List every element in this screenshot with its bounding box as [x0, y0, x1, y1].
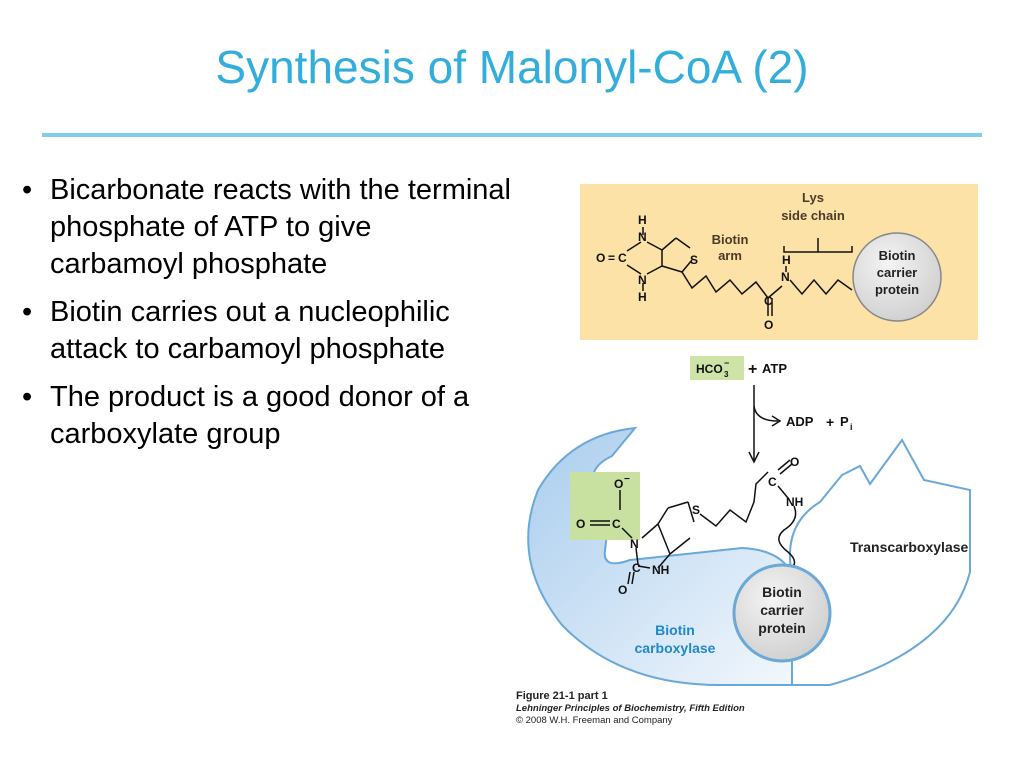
bcp-label: protein: [758, 620, 805, 636]
atom-label: =: [608, 251, 615, 265]
atom-label: O: [596, 251, 605, 265]
atom-label: H: [638, 213, 647, 227]
atom-label: C: [618, 251, 627, 265]
transcarboxylase-label: Transcarboxylase: [850, 539, 969, 555]
bcp-label: carrier: [760, 602, 804, 618]
bullet-item: • The product is a good donor of a carbox…: [12, 379, 512, 453]
carboxy-highlight: [570, 472, 640, 540]
biotin-carrier-protein-bottom: [732, 563, 832, 663]
hco3-box: [690, 356, 744, 380]
atom-label: O: [576, 517, 585, 531]
atom-label: N: [638, 273, 647, 287]
bcp-bottom-labels: Biotin carrier protein: [758, 584, 805, 636]
atom-label: C: [612, 517, 621, 531]
bullet-dot: •: [22, 381, 33, 413]
top-atoms: H N O = C N H S H N C O: [596, 213, 791, 332]
atom-label: S: [692, 503, 700, 517]
atom-label: O: [614, 477, 623, 491]
transcarboxylase-enzyme: [788, 438, 971, 686]
bcp-label: Biotin: [879, 248, 916, 263]
atom-label: N: [781, 270, 790, 284]
plus-sign: +: [748, 361, 757, 378]
plus-sign: +: [826, 414, 834, 430]
slide-title: Synthesis of Malonyl-CoA (2): [215, 41, 809, 93]
atom-label: H: [782, 253, 791, 267]
hco3-label: HCO: [696, 362, 723, 376]
atom-label: −: [624, 474, 630, 485]
lys-label: Lys: [802, 190, 824, 205]
atp-label: ATP: [762, 361, 787, 376]
biotin-carrier-protein-top: [852, 232, 942, 322]
bullet-text: The product is a good donor of a carboxy…: [50, 381, 470, 450]
caption-book-title: Lehninger Principles of Biochemistry, Fi…: [516, 703, 745, 714]
biotin-figure: H N O = C N H S H N C O Lys side chain B…: [510, 180, 1000, 740]
title-divider: [42, 133, 982, 137]
bound-atoms: O − O C N C NH O S C O NH: [576, 455, 803, 597]
atom-label: S: [690, 253, 698, 267]
bullet-text: Bicarbonate reacts with the terminal pho…: [50, 174, 511, 280]
bullet-dot: •: [22, 174, 33, 206]
bcp-label: Biotin: [762, 584, 802, 600]
atom-label: NH: [786, 495, 803, 509]
atom-label: O: [764, 318, 773, 332]
biotin-carboxylase-label: carboxylase: [635, 640, 716, 656]
side-chain-label: side chain: [781, 208, 845, 223]
bcp-label: carrier: [877, 265, 917, 280]
caption-figure-number: Figure 21-1 part 1: [516, 690, 608, 702]
atom-label: O: [790, 455, 799, 469]
caption-copyright: © 2008 W.H. Freeman and Company: [516, 715, 673, 726]
atom-label: N: [630, 537, 639, 551]
top-biotin-bonds: [626, 227, 853, 316]
bullet-item: • Biotin carries out a nucleophilic attac…: [12, 294, 512, 368]
biotin-arm-label: Biotin: [712, 232, 749, 247]
enzyme-labels: Transcarboxylase Biotin carboxylase: [635, 539, 969, 656]
figure-caption: Figure 21-1 part 1 Lehninger Principles …: [516, 690, 745, 727]
atom-label: O: [618, 583, 627, 597]
bullet-text: Biotin carries out a nucleophilic attack…: [50, 296, 450, 365]
adp-label: ADP: [786, 414, 814, 429]
atom-label: C: [764, 294, 773, 308]
atom-label: C: [632, 561, 641, 575]
hco3-subscript: 3: [724, 370, 729, 379]
hco3-superscript: −: [724, 358, 729, 368]
biotin-arm-label: arm: [718, 248, 742, 263]
bound-biotin-bonds: [590, 459, 797, 585]
bcp-top-labels: Biotin carrier protein: [875, 248, 919, 297]
biotin-carboxylase-label: Biotin: [655, 622, 695, 638]
bcp-label: protein: [875, 282, 919, 297]
top-labels: Lys side chain Biotin arm: [712, 190, 845, 263]
reaction-labels: HCO 3 − + ATP ADP + P i: [696, 358, 853, 432]
atom-label: NH: [652, 563, 669, 577]
figure-diagram: H N O = C N H S H N C O Lys side chain B…: [527, 184, 978, 686]
bullet-list: • Bicarbonate reacts with the terminal ph…: [12, 172, 512, 464]
pi-label: P: [840, 414, 849, 429]
atom-label: N: [638, 230, 647, 244]
pi-subscript: i: [850, 422, 853, 432]
bullet-dot: •: [22, 296, 33, 328]
atom-label: H: [638, 290, 647, 304]
bullet-item: • Bicarbonate reacts with the terminal ph…: [12, 172, 512, 283]
reaction-arrows: [748, 385, 782, 464]
atom-label: C: [768, 475, 777, 489]
